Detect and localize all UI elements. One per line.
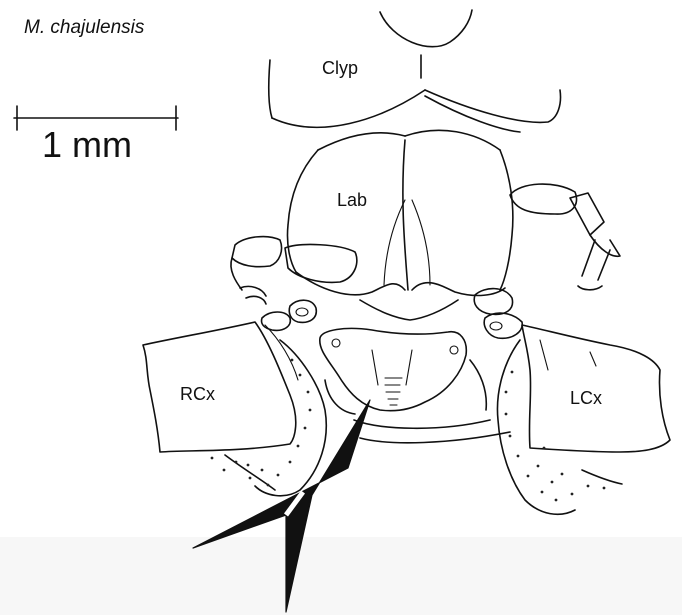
label-clypeus: Clyp xyxy=(322,58,358,78)
label-right-coxa: RCx xyxy=(180,384,215,404)
clypeus-outline xyxy=(269,10,561,132)
label-left-coxa: LCx xyxy=(570,388,602,408)
label-labrum: Lab xyxy=(337,190,367,210)
right-coxa-outline xyxy=(143,322,298,452)
labium-outline xyxy=(320,328,510,442)
pointer-arrow xyxy=(193,400,370,612)
right-mandible xyxy=(231,237,357,331)
stippled-region-left xyxy=(497,340,622,514)
scale-bar xyxy=(14,106,178,130)
stippled-region-right xyxy=(211,340,327,496)
left-mandible xyxy=(474,184,620,338)
